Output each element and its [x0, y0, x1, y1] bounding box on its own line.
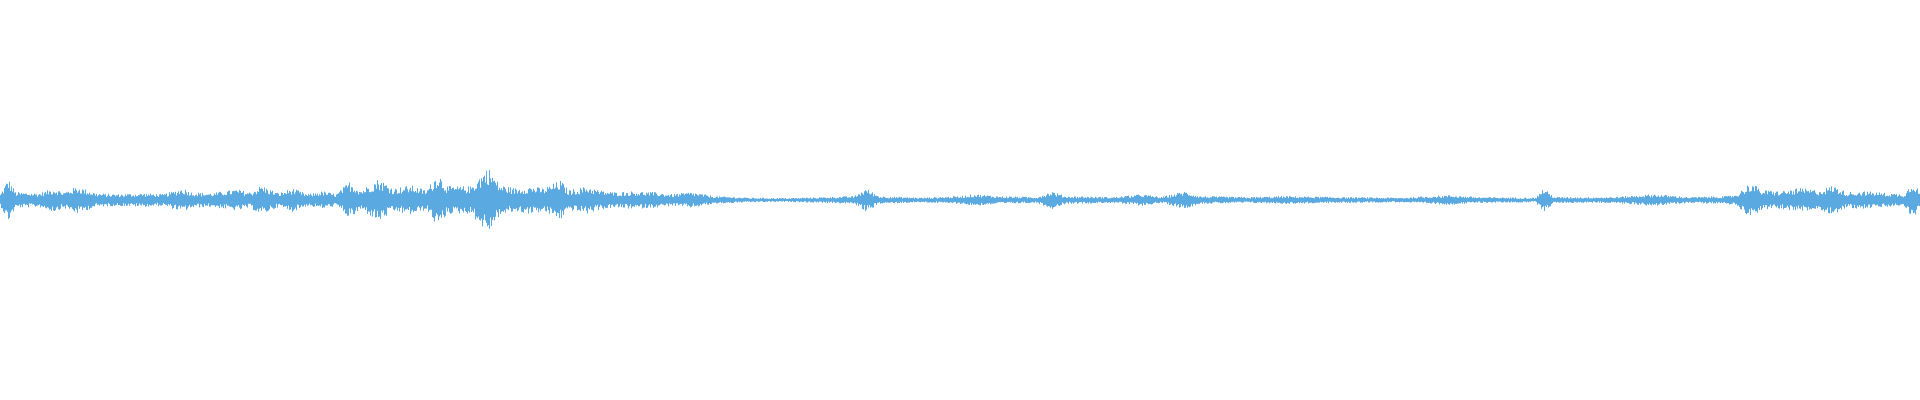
waveform-bars	[0, 169, 1920, 229]
waveform-path	[0, 169, 1920, 229]
